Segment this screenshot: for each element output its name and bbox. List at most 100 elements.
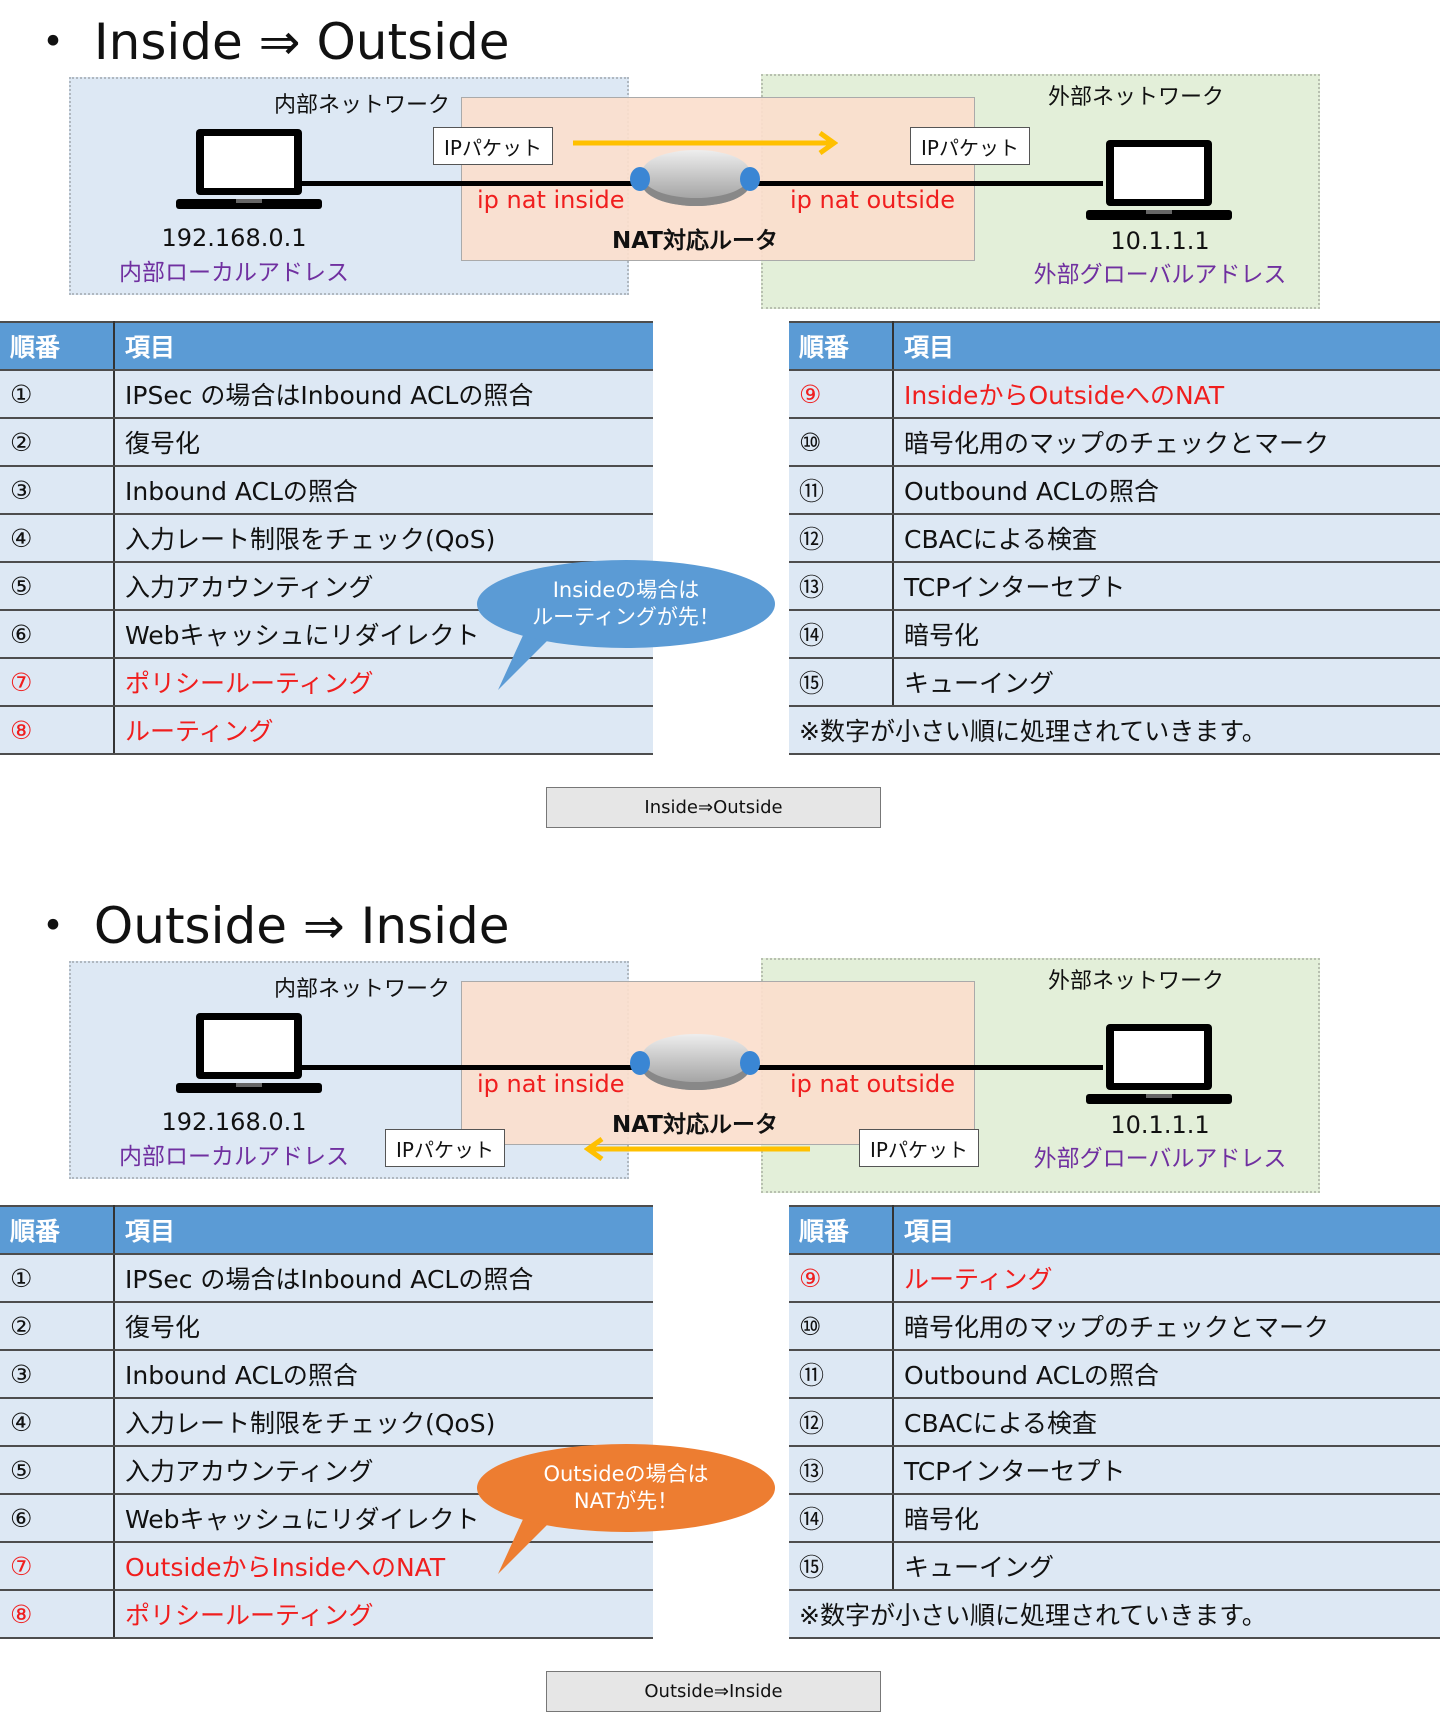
table-note-row: ※数字が小さい順に処理されていきます。 (789, 1589, 1440, 1639)
ip-packet: IPパケット (433, 127, 553, 165)
laptop-icon (1086, 138, 1232, 226)
direction-button[interactable]: Outside⇒Inside (546, 1671, 881, 1712)
laptop-icon (176, 1011, 322, 1099)
inner-network-label: 内部ネットワーク (273, 977, 451, 1002)
direction-button[interactable]: Inside⇒Outside (546, 787, 881, 828)
row-item: Inbound ACLの照合 (114, 465, 653, 515)
row-item: TCPインターセプト (893, 561, 1440, 611)
outer-address-type: 外部グローバルアドレス (1033, 262, 1287, 288)
callout-line: Outsideの場合は (543, 1461, 709, 1486)
nat-outside-label: ip nat outside (790, 1070, 955, 1098)
row-order: ⑭ (789, 609, 894, 659)
header-order: 順番 (0, 321, 115, 371)
outer-ip: 10.1.1.1 (1110, 1111, 1210, 1139)
row-item: 入力レート制限をチェック(QoS) (114, 513, 653, 563)
row-item: 暗号化用のマップのチェックとマーク (893, 1301, 1440, 1351)
inner-ip: 192.168.0.1 (161, 1108, 307, 1136)
ip-packet: IPパケット (910, 127, 1030, 165)
row-item: 復号化 (114, 1301, 653, 1351)
callout-line: Insideの場合は (552, 577, 700, 602)
row-item: 復号化 (114, 417, 653, 467)
inner-ip: 192.168.0.1 (161, 224, 307, 252)
inner-address-type: 内部ローカルアドレス (119, 260, 349, 286)
header-item: 項目 (893, 1205, 1440, 1255)
router-label: NAT対応ルータ (612, 228, 778, 254)
row-item: InsideからOutsideへのNAT (893, 369, 1440, 419)
row-order: ⑪ (789, 1349, 894, 1399)
row-order: ② (0, 1301, 115, 1351)
outer-ip: 10.1.1.1 (1110, 227, 1210, 255)
callout-bubble: Outsideの場合は NATが先！ (477, 1444, 775, 1532)
header-order: 順番 (0, 1205, 115, 1255)
row-item: 入力レート制限をチェック(QoS) (114, 1397, 653, 1447)
row-item: キューイング (893, 657, 1440, 707)
row-order: ③ (0, 465, 115, 515)
row-item: OutsideからInsideへのNAT (114, 1541, 653, 1591)
row-order: ⑭ (789, 1493, 894, 1543)
row-order: ⑨ (789, 1253, 894, 1303)
row-item: IPSec の場合はInbound ACLの照合 (114, 1253, 653, 1303)
router-icon (642, 1034, 750, 1090)
table-header-row: 順番項目 (789, 1205, 1440, 1255)
row-order: ④ (0, 1397, 115, 1447)
row-item: ルーティング (893, 1253, 1440, 1303)
table-header-row: 順番項目 (0, 1205, 653, 1255)
ip-packet: IPパケット (385, 1129, 505, 1167)
row-order: ⑪ (789, 465, 894, 515)
row-item: Outbound ACLの照合 (893, 465, 1440, 515)
header-order: 順番 (789, 1205, 894, 1255)
row-order: ⑬ (789, 561, 894, 611)
interface-dot (740, 1051, 760, 1075)
outer-network-label: 外部ネットワーク (1047, 85, 1225, 110)
nat-inside-label: ip nat inside (477, 1070, 625, 1098)
row-order: ① (0, 369, 115, 419)
header-item: 項目 (114, 321, 653, 371)
row-order: ④ (0, 513, 115, 563)
row-order: ⑨ (789, 369, 894, 419)
table-header-row: 順番項目 (789, 321, 1440, 371)
table-note-row: ※数字が小さい順に処理されていきます。 (789, 705, 1440, 755)
router-icon (642, 150, 750, 206)
callout-line: NATが先！ (573, 1489, 679, 1513)
inner-address-type: 内部ローカルアドレス (119, 1144, 349, 1170)
row-order: ⑥ (0, 609, 115, 659)
outer-address-type: 外部グローバルアドレス (1033, 1146, 1287, 1172)
laptop-icon (176, 127, 322, 215)
row-item: ポリシールーティング (114, 1589, 653, 1639)
row-item: IPSec の場合はInbound ACLの照合 (114, 369, 653, 419)
table-note: ※数字が小さい順に処理されていきます。 (789, 705, 1440, 755)
row-order: ⑩ (789, 417, 894, 467)
header-order: 順番 (789, 321, 894, 371)
interface-dot (740, 167, 760, 191)
row-order: ③ (0, 1349, 115, 1399)
arrow-right-icon (573, 130, 839, 159)
table-note: ※数字が小さい順に処理されていきます。 (789, 1589, 1440, 1639)
ip-packet: IPパケット (859, 1129, 979, 1167)
section-title: ・ Outside ⇒ Inside (28, 897, 510, 955)
router-label: NAT対応ルータ (612, 1112, 778, 1138)
